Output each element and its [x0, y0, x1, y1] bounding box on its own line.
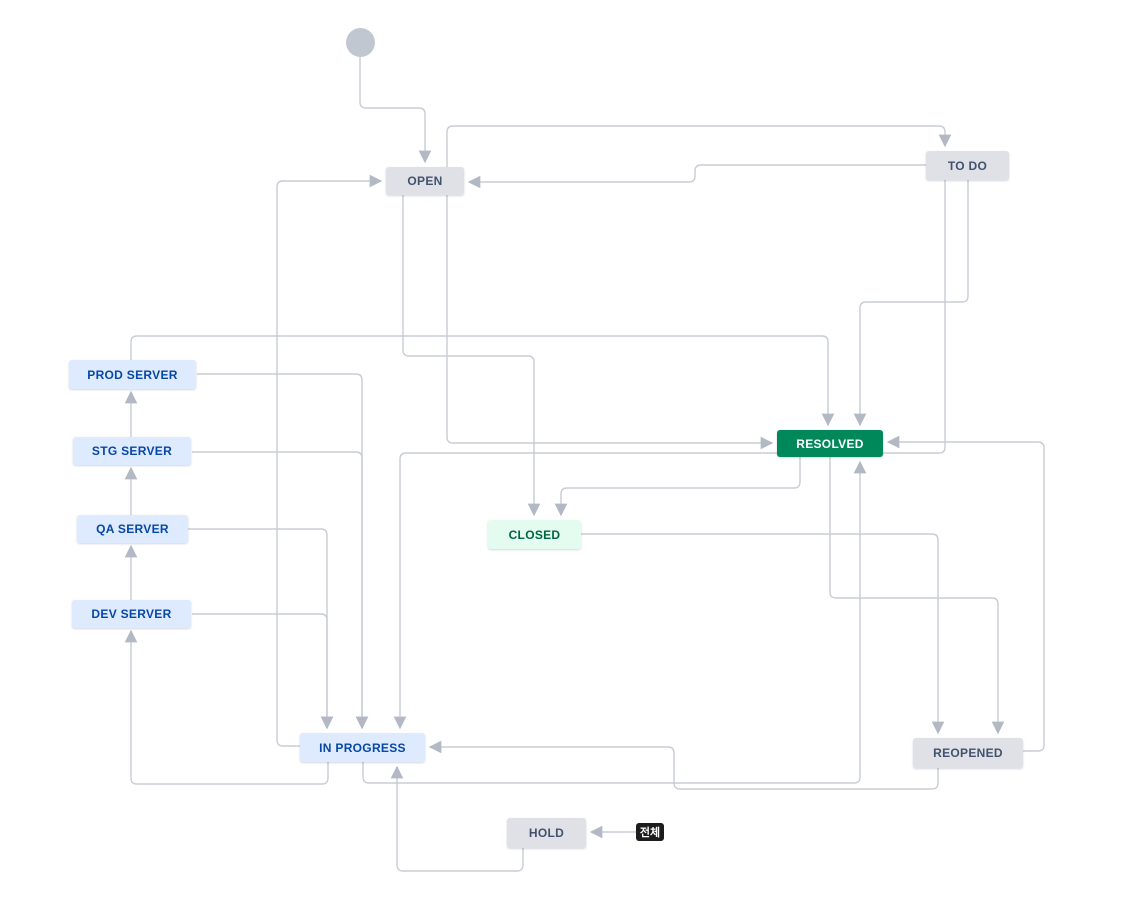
transition-label-chip[interactable]: 전체: [636, 823, 664, 841]
edge-qa-server-to-in-progress: [188, 528, 334, 730]
edge-to-do-to-in-progress: [393, 180, 946, 730]
status-node-qa-server[interactable]: QA SERVER: [77, 515, 188, 543]
status-node-to-do[interactable]: TO DO: [926, 151, 1009, 180]
edge-reopened-to-resolved: [886, 435, 1045, 752]
edge-hold-to-in-progress: [390, 765, 524, 872]
edge-start-to-open: [359, 57, 432, 164]
edge-reopened-to-in-progress: [428, 740, 939, 790]
status-node-dev-server[interactable]: DEV SERVER: [72, 600, 191, 628]
edge-to-do-to-resolved: [853, 180, 969, 427]
status-node-open[interactable]: OPEN: [386, 167, 464, 195]
status-node-resolved[interactable]: RESOLVED: [777, 430, 883, 457]
status-node-hold[interactable]: HOLD: [507, 818, 586, 848]
status-node-prod-server[interactable]: PROD SERVER: [69, 360, 196, 389]
status-node-in-progress[interactable]: IN PROGRESS: [300, 733, 425, 762]
edge-prod-server-to-resolved: [130, 335, 835, 427]
edge-resolved-to-reopened: [829, 457, 1005, 735]
edge-in-progress-to-resolved: [362, 460, 867, 784]
status-node-stg-server[interactable]: STG SERVER: [73, 437, 191, 465]
edge-open-to-to-do: [446, 125, 952, 167]
edge-prod-server-to-in-progress: [197, 373, 369, 730]
start-node[interactable]: [346, 28, 375, 57]
status-node-closed[interactable]: CLOSED: [488, 520, 581, 549]
edge-stg-server-to-in-progress: [192, 451, 369, 730]
status-node-reopened[interactable]: REOPENED: [913, 738, 1023, 768]
edge-open-to-closed: [402, 195, 541, 517]
edge-to-do-to-open: [467, 164, 926, 189]
edge-resolved-to-closed: [554, 457, 801, 517]
edge-in-progress-to-open: [276, 174, 383, 747]
edge-closed-to-reopened: [581, 533, 945, 735]
edge-in-progress-to-dev-server: [124, 629, 329, 785]
edge-open-to-resolved: [446, 195, 774, 450]
edge-dev-server-to-in-progress: [192, 613, 334, 730]
